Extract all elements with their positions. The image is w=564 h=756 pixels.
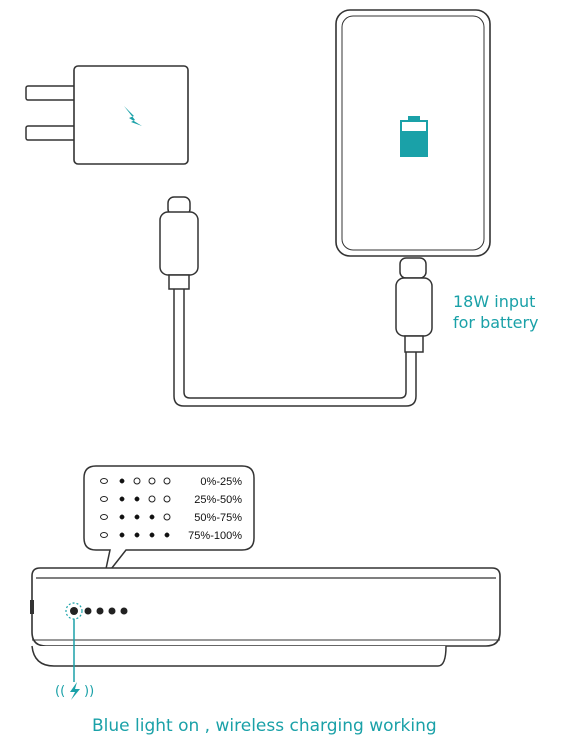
legend-range-label: 0%-25% [200, 476, 242, 488]
legend-dot-on [119, 478, 125, 484]
battery-light-1 [84, 607, 92, 615]
legend-dot-off [148, 477, 156, 485]
charger-prong-top [25, 85, 77, 101]
charger-prong-bottom [25, 125, 77, 141]
legend-dot-off [163, 477, 171, 485]
power-bank-inner [341, 15, 485, 251]
legend-wireless-dot [100, 514, 108, 520]
battery-light-4 [120, 607, 128, 615]
legend-dot-on [149, 532, 155, 538]
battery-light-2 [96, 607, 104, 615]
wireless-charging-icon: (( )) [55, 682, 94, 700]
usb-c-cable [159, 196, 433, 407]
base-body [31, 567, 501, 647]
input-label-line2: for battery [453, 313, 538, 332]
legend-dot-off [148, 495, 156, 503]
legend-dot-on [164, 532, 170, 538]
legend-dot-on [134, 496, 140, 502]
input-label-line1: 18W input [453, 292, 535, 311]
legend-range-label: 25%-50% [194, 494, 242, 506]
legend-row: 25%-50% [100, 494, 242, 506]
legend-dot-on [119, 532, 125, 538]
wireless-indicator-light [70, 607, 78, 615]
battery-level-icon [400, 116, 428, 157]
lightning-bolt-icon [124, 106, 142, 126]
legend-bubble [83, 465, 255, 579]
svg-text:((: (( [55, 684, 65, 699]
legend-wireless-dot [100, 532, 108, 538]
legend-range-label: 50%-75% [194, 512, 242, 524]
charger-body [73, 65, 189, 165]
legend-dot-off [163, 513, 171, 521]
power-bank [335, 9, 491, 257]
legend-row: 0%-25% [100, 476, 242, 488]
legend-wireless-dot [100, 478, 108, 484]
wireless-note: Blue light on , wireless charging workin… [92, 716, 437, 736]
legend-row: 75%-100% [100, 530, 242, 542]
legend-dot-off [133, 477, 141, 485]
svg-text:)): )) [84, 684, 94, 699]
legend-dot-on [149, 514, 155, 520]
legend-dot-on [134, 532, 140, 538]
legend-dot-on [119, 514, 125, 520]
legend-dot-on [119, 496, 125, 502]
legend-dot-on [134, 514, 140, 520]
legend-dot-off [163, 495, 171, 503]
legend-row: 50%-75% [100, 512, 242, 524]
indicator-legend: 0%-25% 25%-50% 50%-75% 75%-100% [83, 465, 255, 579]
legend-wireless-dot [100, 496, 108, 502]
charging-base [30, 567, 501, 682]
wall-charger [25, 65, 189, 165]
legend-range-label: 75%-100% [188, 530, 242, 542]
battery-light-3 [108, 607, 116, 615]
